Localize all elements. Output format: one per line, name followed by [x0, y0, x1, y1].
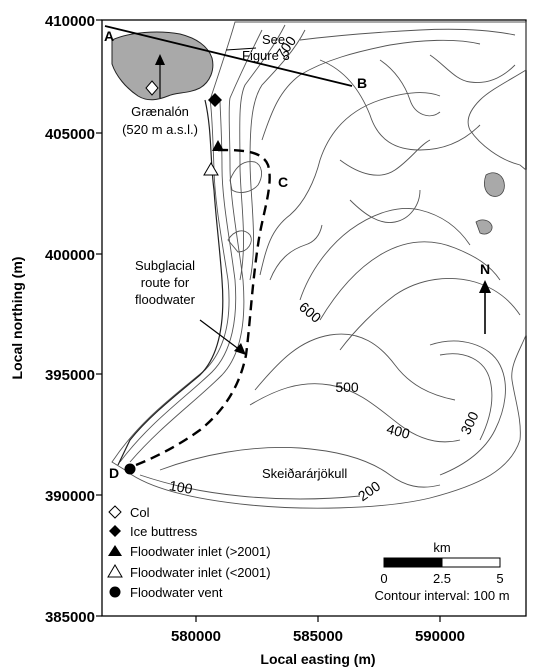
scale-tick-2-5: 2.5 [433, 571, 451, 586]
lake-arrow [155, 54, 165, 98]
x-tick-580000: 580000 [171, 628, 221, 645]
x-tick-590000: 590000 [415, 628, 465, 645]
legend: Col Ice buttress Floodwater inlet (>2001… [107, 505, 271, 600]
point-d-label: D [109, 465, 119, 481]
lake-name-label: Grænalón [131, 104, 189, 119]
legend-col-icon [108, 505, 122, 519]
map-frame [101, 19, 527, 617]
y-tick-405000: 405000 [45, 126, 95, 143]
y-axis [96, 19, 102, 617]
legend-ice-buttress-icon [109, 525, 121, 537]
see-figure-line2: Figure 3 [242, 48, 290, 63]
y-tick-400000: 400000 [45, 247, 95, 264]
scale-bar [383, 557, 501, 568]
scale-tick-0: 0 [380, 571, 387, 586]
inlet-old-symbol [203, 162, 219, 176]
see-figure-line1: See [262, 32, 285, 47]
profile-line-ab [104, 25, 353, 87]
ice-buttress-symbol [208, 93, 222, 107]
fjord-patch [484, 172, 505, 197]
contour-label-500: 500 [335, 379, 359, 395]
route-label-line3: floodwater [135, 292, 196, 307]
point-c-label: C [278, 174, 288, 190]
legend-col-label: Col [130, 505, 150, 520]
contour-label-400: 400 [385, 420, 412, 442]
north-arrow [479, 280, 491, 334]
legend-inlet-old-label: Floodwater inlet (<2001) [130, 565, 271, 580]
north-label: N [480, 261, 490, 277]
route-arrow [199, 319, 246, 355]
inlet-new-symbol [212, 140, 224, 151]
legend-ice-buttress-label: Ice buttress [130, 524, 198, 539]
glacier-name-label: Skeiðarárjökull [262, 466, 347, 481]
point-b-label: B [357, 75, 367, 91]
subglacial-route [127, 148, 271, 470]
col-symbol [145, 80, 159, 96]
y-tick-385000: 385000 [45, 609, 95, 626]
y-tick-395000: 395000 [45, 367, 95, 384]
lake-graenalon [111, 31, 214, 101]
legend-inlet-new-icon [108, 545, 122, 556]
vent-symbol [124, 463, 136, 475]
contour-interval-label: Contour interval: 100 m [374, 588, 509, 603]
legend-vent-label: Floodwater vent [130, 585, 223, 600]
x-axis [195, 616, 441, 622]
figure-arrow [225, 47, 257, 51]
legend-inlet-new-label: Floodwater inlet (>2001) [130, 544, 271, 559]
contour-label-100: 100 [168, 477, 194, 497]
lake-elevation-label: (520 m a.s.l.) [122, 122, 198, 137]
scale-tick-5: 5 [496, 571, 503, 586]
y-axis-title: Local northing (m) [9, 257, 25, 380]
y-tick-390000: 390000 [45, 488, 95, 505]
y-tick-410000: 410000 [45, 13, 95, 30]
route-label-line2: route for [141, 275, 190, 290]
point-a-label: A [104, 28, 114, 44]
legend-vent-icon [109, 586, 121, 598]
legend-inlet-old-icon [107, 564, 123, 578]
fjord-patch-2 [475, 219, 493, 235]
x-axis-title: Local easting (m) [260, 651, 375, 667]
x-tick-585000: 585000 [293, 628, 343, 645]
scale-unit-label: km [433, 540, 450, 555]
contour-lines [111, 21, 527, 509]
route-label-line1: Subglacial [135, 258, 195, 273]
